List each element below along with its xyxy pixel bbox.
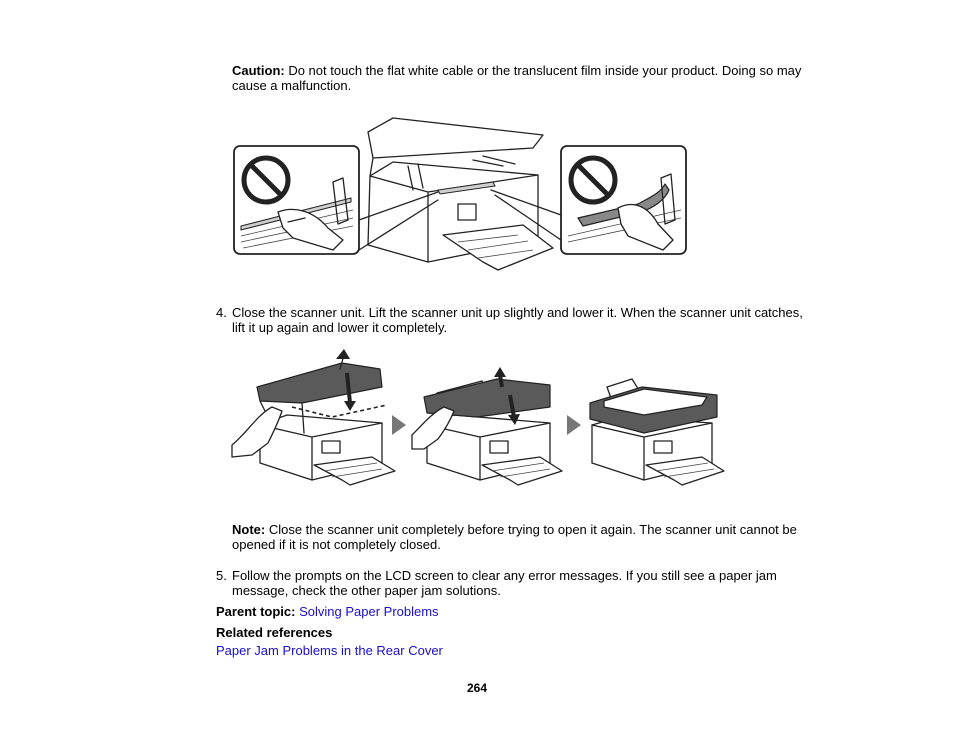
parent-topic-label: Parent topic: <box>216 604 296 619</box>
no-symbol-icon <box>249 163 283 197</box>
step-4-line2: lift it up again and lower it completely… <box>232 320 448 335</box>
step-lift-scanner <box>231 349 396 486</box>
arrow-right-icon <box>567 415 581 435</box>
step-4: 4. Close the scanner unit. Lift the scan… <box>216 305 826 335</box>
arrow-right-icon <box>392 415 406 435</box>
caution-text-line1: Do not touch the flat white cable or the… <box>284 63 802 78</box>
parent-topic-link[interactable]: Solving Paper Problems <box>299 604 439 619</box>
step-5-line2: message, check the other paper jam solut… <box>232 583 501 598</box>
caution-paragraph: Caution: Do not touch the flat white cab… <box>232 63 832 93</box>
note-text-line2: opened if it is not completely closed. <box>232 537 441 552</box>
caution-inset-film <box>560 145 687 255</box>
note-paragraph: Note: Close the scanner unit completely … <box>232 522 822 552</box>
related-reference-link[interactable]: Paper Jam Problems in the Rear Cover <box>216 643 443 658</box>
caution-illustration <box>233 117 687 271</box>
note-label: Note: <box>232 522 266 537</box>
step-4-line1: Close the scanner unit. Lift the scanner… <box>232 305 803 320</box>
step-4-number: 4. <box>216 305 227 320</box>
callout-line-left <box>358 191 439 251</box>
caution-inset-cable <box>233 145 360 255</box>
step-5-number: 5. <box>216 568 227 583</box>
note-text-line1: Close the scanner unit completely before… <box>265 522 797 537</box>
step-5-line1: Follow the prompts on the LCD screen to … <box>232 568 777 583</box>
callout-line-right <box>490 189 562 241</box>
no-symbol-icon <box>576 163 610 197</box>
parent-topic: Parent topic: Solving Paper Problems <box>216 604 439 619</box>
page-number: 264 <box>467 681 488 695</box>
close-scanner-illustration <box>231 349 725 486</box>
caution-text-line2: cause a malfunction. <box>232 78 352 93</box>
printer-open-scanner <box>367 117 554 271</box>
step-closed-printer <box>589 378 725 486</box>
step-lower-scanner <box>411 367 563 486</box>
step-5: 5. Follow the prompts on the LCD screen … <box>216 568 816 598</box>
related-references-heading: Related references <box>216 625 333 640</box>
caution-label: Caution: <box>232 63 285 78</box>
